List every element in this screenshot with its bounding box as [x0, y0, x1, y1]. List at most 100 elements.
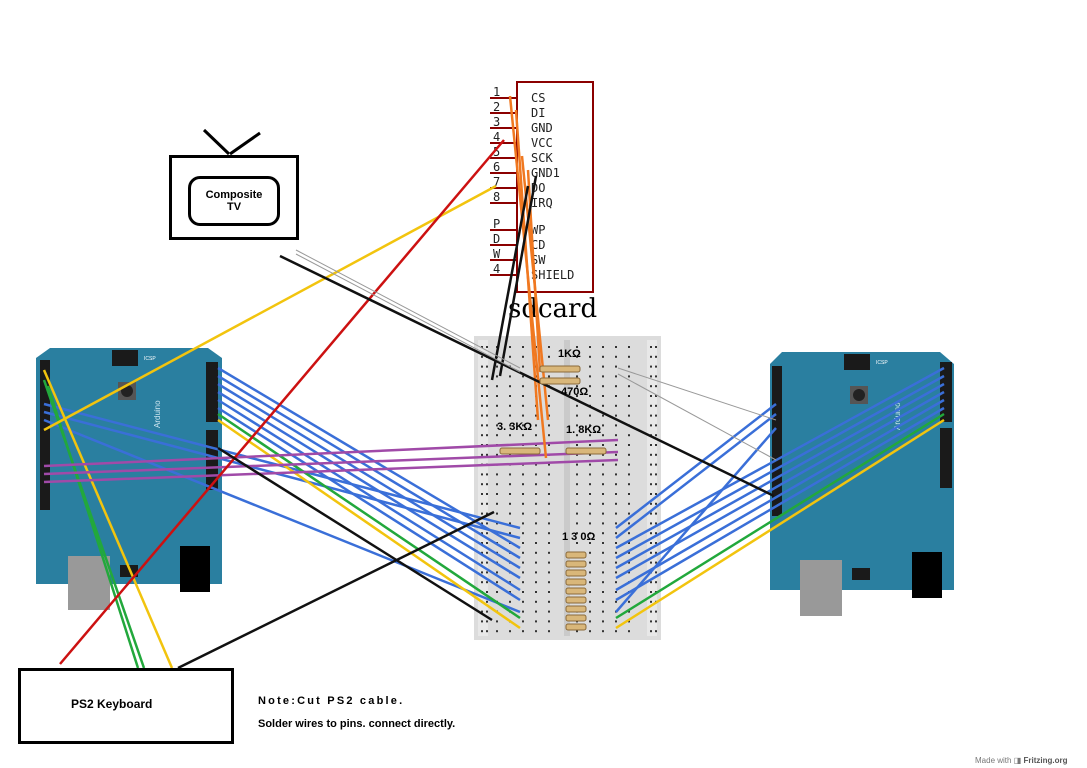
note-cut-cable: Note:Cut PS2 cable. [258, 695, 405, 707]
breadboard-hole [615, 444, 617, 446]
breadboard-hole [615, 493, 617, 495]
breadboard-hole [481, 542, 483, 544]
breadboard-hole [522, 542, 524, 544]
breadboard-hole [522, 522, 524, 525]
breadboard-hole [628, 542, 630, 544]
breadboard-hole [496, 434, 498, 437]
breadboard-hole [655, 532, 657, 535]
breadboard-hole [535, 434, 537, 437]
breadboard-hole [486, 610, 488, 613]
breadboard-hole [486, 591, 488, 593]
breadboard-hole [576, 404, 578, 407]
breadboard-hole [602, 630, 604, 633]
breadboard-hole [522, 600, 524, 603]
breadboard-hole [602, 346, 604, 348]
breadboard-hole [481, 620, 483, 623]
breadboard-hole [589, 463, 591, 466]
breadboard-hole [602, 463, 604, 466]
breadboard-hole [576, 385, 578, 388]
breadboard-hole [481, 365, 483, 368]
breadboard-hole [602, 522, 604, 525]
breadboard-hole [602, 473, 604, 476]
wires [42, 95, 945, 670]
breadboard-hole [481, 375, 483, 378]
breadboard-hole [628, 551, 630, 554]
sd-pin-number: W [493, 247, 501, 261]
breadboard-hole [650, 473, 652, 476]
breadboard-hole [602, 542, 604, 544]
breadboard-hole [615, 404, 617, 407]
breadboard-hole [602, 385, 604, 388]
breadboard-hole [486, 424, 488, 427]
breadboard-hole [615, 453, 617, 456]
breadboard-hole [522, 473, 524, 476]
resistor-body [565, 447, 607, 455]
breadboard-hole [602, 561, 604, 564]
tv-label-line2: TV [226, 201, 242, 213]
breadboard-hole [481, 473, 483, 476]
breadboard-hole [655, 404, 657, 407]
breadboard-hole [522, 483, 524, 486]
breadboard-hole [650, 365, 652, 368]
breadboard-hole [481, 483, 483, 486]
breadboard-hole [628, 561, 630, 564]
breadboard-hole [548, 444, 550, 446]
breadboard-hole [576, 434, 578, 437]
breadboard-hole [481, 424, 483, 427]
sd-pin-number: 6 [493, 160, 500, 174]
breadboard-hole [509, 591, 511, 593]
breadboard-hole [576, 512, 578, 515]
sd-pin-number: 2 [493, 100, 500, 114]
breadboard-hole [655, 630, 657, 633]
breadboard-hole [548, 346, 550, 348]
breadboard-hole [548, 395, 550, 397]
breadboard-hole [589, 434, 591, 437]
breadboard-hole [548, 414, 550, 417]
sd-pin-number: P [493, 217, 500, 231]
breadboard-hole [522, 620, 524, 623]
breadboard-hole [522, 493, 524, 495]
breadboard-hole [509, 581, 511, 584]
breadboard-hole [535, 591, 537, 593]
breadboard-hole [628, 404, 630, 407]
composite-tv: Composite TV [169, 155, 299, 240]
breadboard-hole [576, 473, 578, 476]
resistor-body [565, 623, 587, 631]
breadboard-hole [589, 346, 591, 348]
breadboard-hole [650, 424, 652, 427]
breadboard-hole [602, 591, 604, 593]
breadboard-hole [486, 581, 488, 584]
resistor-body [565, 614, 587, 622]
breadboard-hole [576, 630, 578, 633]
breadboard-hole [486, 395, 488, 397]
breadboard-hole [548, 375, 550, 378]
breadboard-hole [650, 483, 652, 486]
breadboard-hole [486, 512, 488, 515]
breadboard-hole [650, 404, 652, 407]
breadboard-hole [655, 365, 657, 368]
breadboard-hole [576, 346, 578, 348]
breadboard-hole [535, 620, 537, 623]
breadboard-hole [650, 453, 652, 456]
breadboard-hole [535, 522, 537, 525]
breadboard-hole [650, 581, 652, 584]
breadboard-hole [650, 463, 652, 466]
resistors: 1KΩ 470Ω 3. 3KΩ 1. 8KΩ 1 3 0Ω [497, 348, 607, 631]
breadboard-hole [650, 522, 652, 525]
breadboard-hole [522, 404, 524, 407]
resistor-body [565, 560, 587, 568]
breadboard-hole [576, 355, 578, 358]
breadboard-hole [628, 453, 630, 456]
resistor-body [539, 377, 581, 385]
breadboard-hole [481, 414, 483, 417]
breadboard-hole [548, 630, 550, 633]
breadboard-hole [589, 542, 591, 544]
breadboard-hole [589, 571, 591, 574]
breadboard-hole [628, 434, 630, 437]
sd-pin-label: GND [531, 121, 553, 135]
sd-pin-label: WP [531, 223, 545, 237]
breadboard-hole [589, 473, 591, 476]
breadboard-hole [522, 424, 524, 427]
sd-pin-label: SCK [531, 151, 553, 165]
breadboard-hole [589, 591, 591, 593]
